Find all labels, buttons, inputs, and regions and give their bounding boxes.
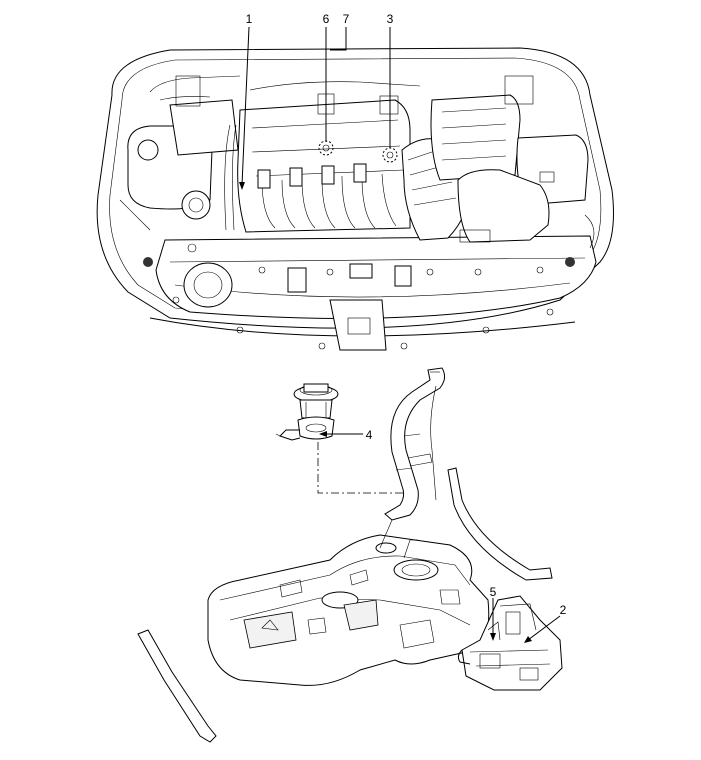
callout-1: 1 xyxy=(246,12,253,26)
fuel-filler-neck-illustration xyxy=(384,367,446,521)
callout-4: 4 xyxy=(366,428,373,442)
callout-7: 7 xyxy=(343,12,350,26)
leader-lines xyxy=(239,26,561,643)
callout-5: 5 xyxy=(490,585,497,599)
callout-3: 3 xyxy=(387,12,394,26)
callout-labels: 1 6 7 3 4 5 2 xyxy=(246,12,567,617)
callout-6: 6 xyxy=(323,12,330,26)
engine-compartment-illustration xyxy=(96,47,614,351)
callout-2: 2 xyxy=(560,603,567,617)
canister-illustration xyxy=(457,595,563,691)
fuel-tank-strap-left-illustration xyxy=(137,629,217,743)
fuel-tank-illustration xyxy=(207,519,490,686)
fuel-tank-strap-right-illustration xyxy=(447,467,553,581)
